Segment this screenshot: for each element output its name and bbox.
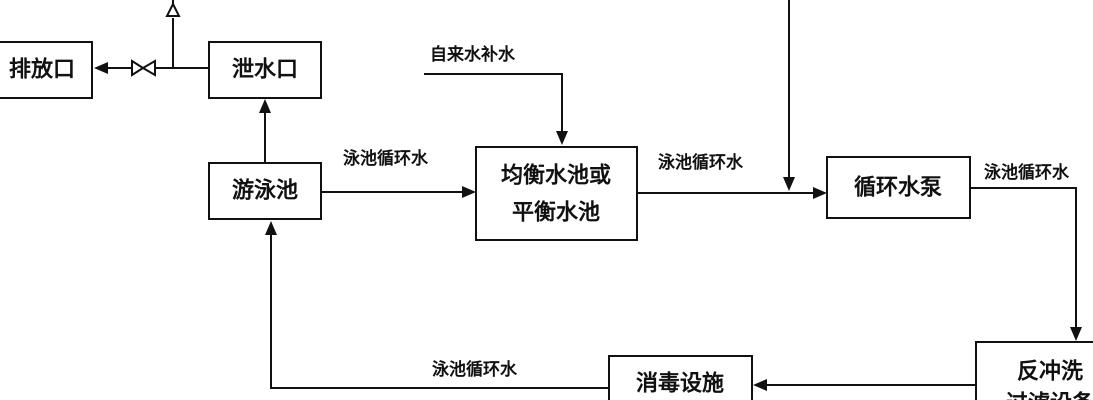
circ-water-label-3: 泳池循环水 (984, 162, 1070, 183)
discharge-arrowhead (94, 62, 108, 74)
disinfection-to-pool-line (270, 234, 609, 389)
balance-tank-box (475, 146, 638, 241)
circ-water-label-1: 泳池循环水 (343, 148, 429, 169)
pump-to-filter-arrowhead (1070, 327, 1082, 341)
tank-to-pump-arrowhead (813, 187, 827, 199)
backwash-filter-box (975, 341, 1093, 400)
disinfection-to-pool-arrowhead (265, 221, 277, 235)
valve-icon-right (141, 59, 156, 77)
pool-to-tank-arrowhead (462, 186, 476, 198)
drain-outlet-label: 泄水口 (232, 58, 298, 83)
pool-to-drain-arrowhead (259, 99, 271, 113)
circ-water-label-2: 泳池循环水 (658, 152, 744, 173)
disinfection-box (608, 355, 753, 400)
top-inflow-arrowhead (783, 177, 795, 191)
disinfection-label: 消毒设施 (636, 371, 724, 397)
backwash-filter-label-line1: 反冲洗 (1017, 360, 1083, 385)
circulation-pump-box (826, 156, 971, 219)
pump-to-filter-line (970, 187, 1077, 328)
backwash-filter-label-line2: 过滤设备 (1006, 391, 1093, 400)
drain-outlet-box (208, 41, 322, 99)
circ-water-label-4: 泳池循环水 (432, 359, 518, 380)
vent-icon (165, 1, 181, 17)
discharge-outlet-label: 排放口 (9, 57, 75, 83)
makeup-water-line (424, 73, 563, 131)
swimming-pool-box (208, 162, 322, 220)
makeup-water-arrowhead (556, 131, 568, 145)
valve-icon-left (131, 59, 145, 77)
balance-tank-label-line1: 均衡水池或 (501, 163, 611, 189)
circulation-pump-label: 循环水泵 (854, 175, 942, 201)
balance-tank-label-line2: 平衡水池 (512, 200, 600, 226)
discharge-outlet-box (0, 41, 93, 99)
makeup-water-label: 自来水补水 (430, 44, 516, 65)
filter-to-disinfection-arrowhead (753, 379, 767, 391)
swimming-pool-label: 游泳池 (232, 178, 298, 204)
